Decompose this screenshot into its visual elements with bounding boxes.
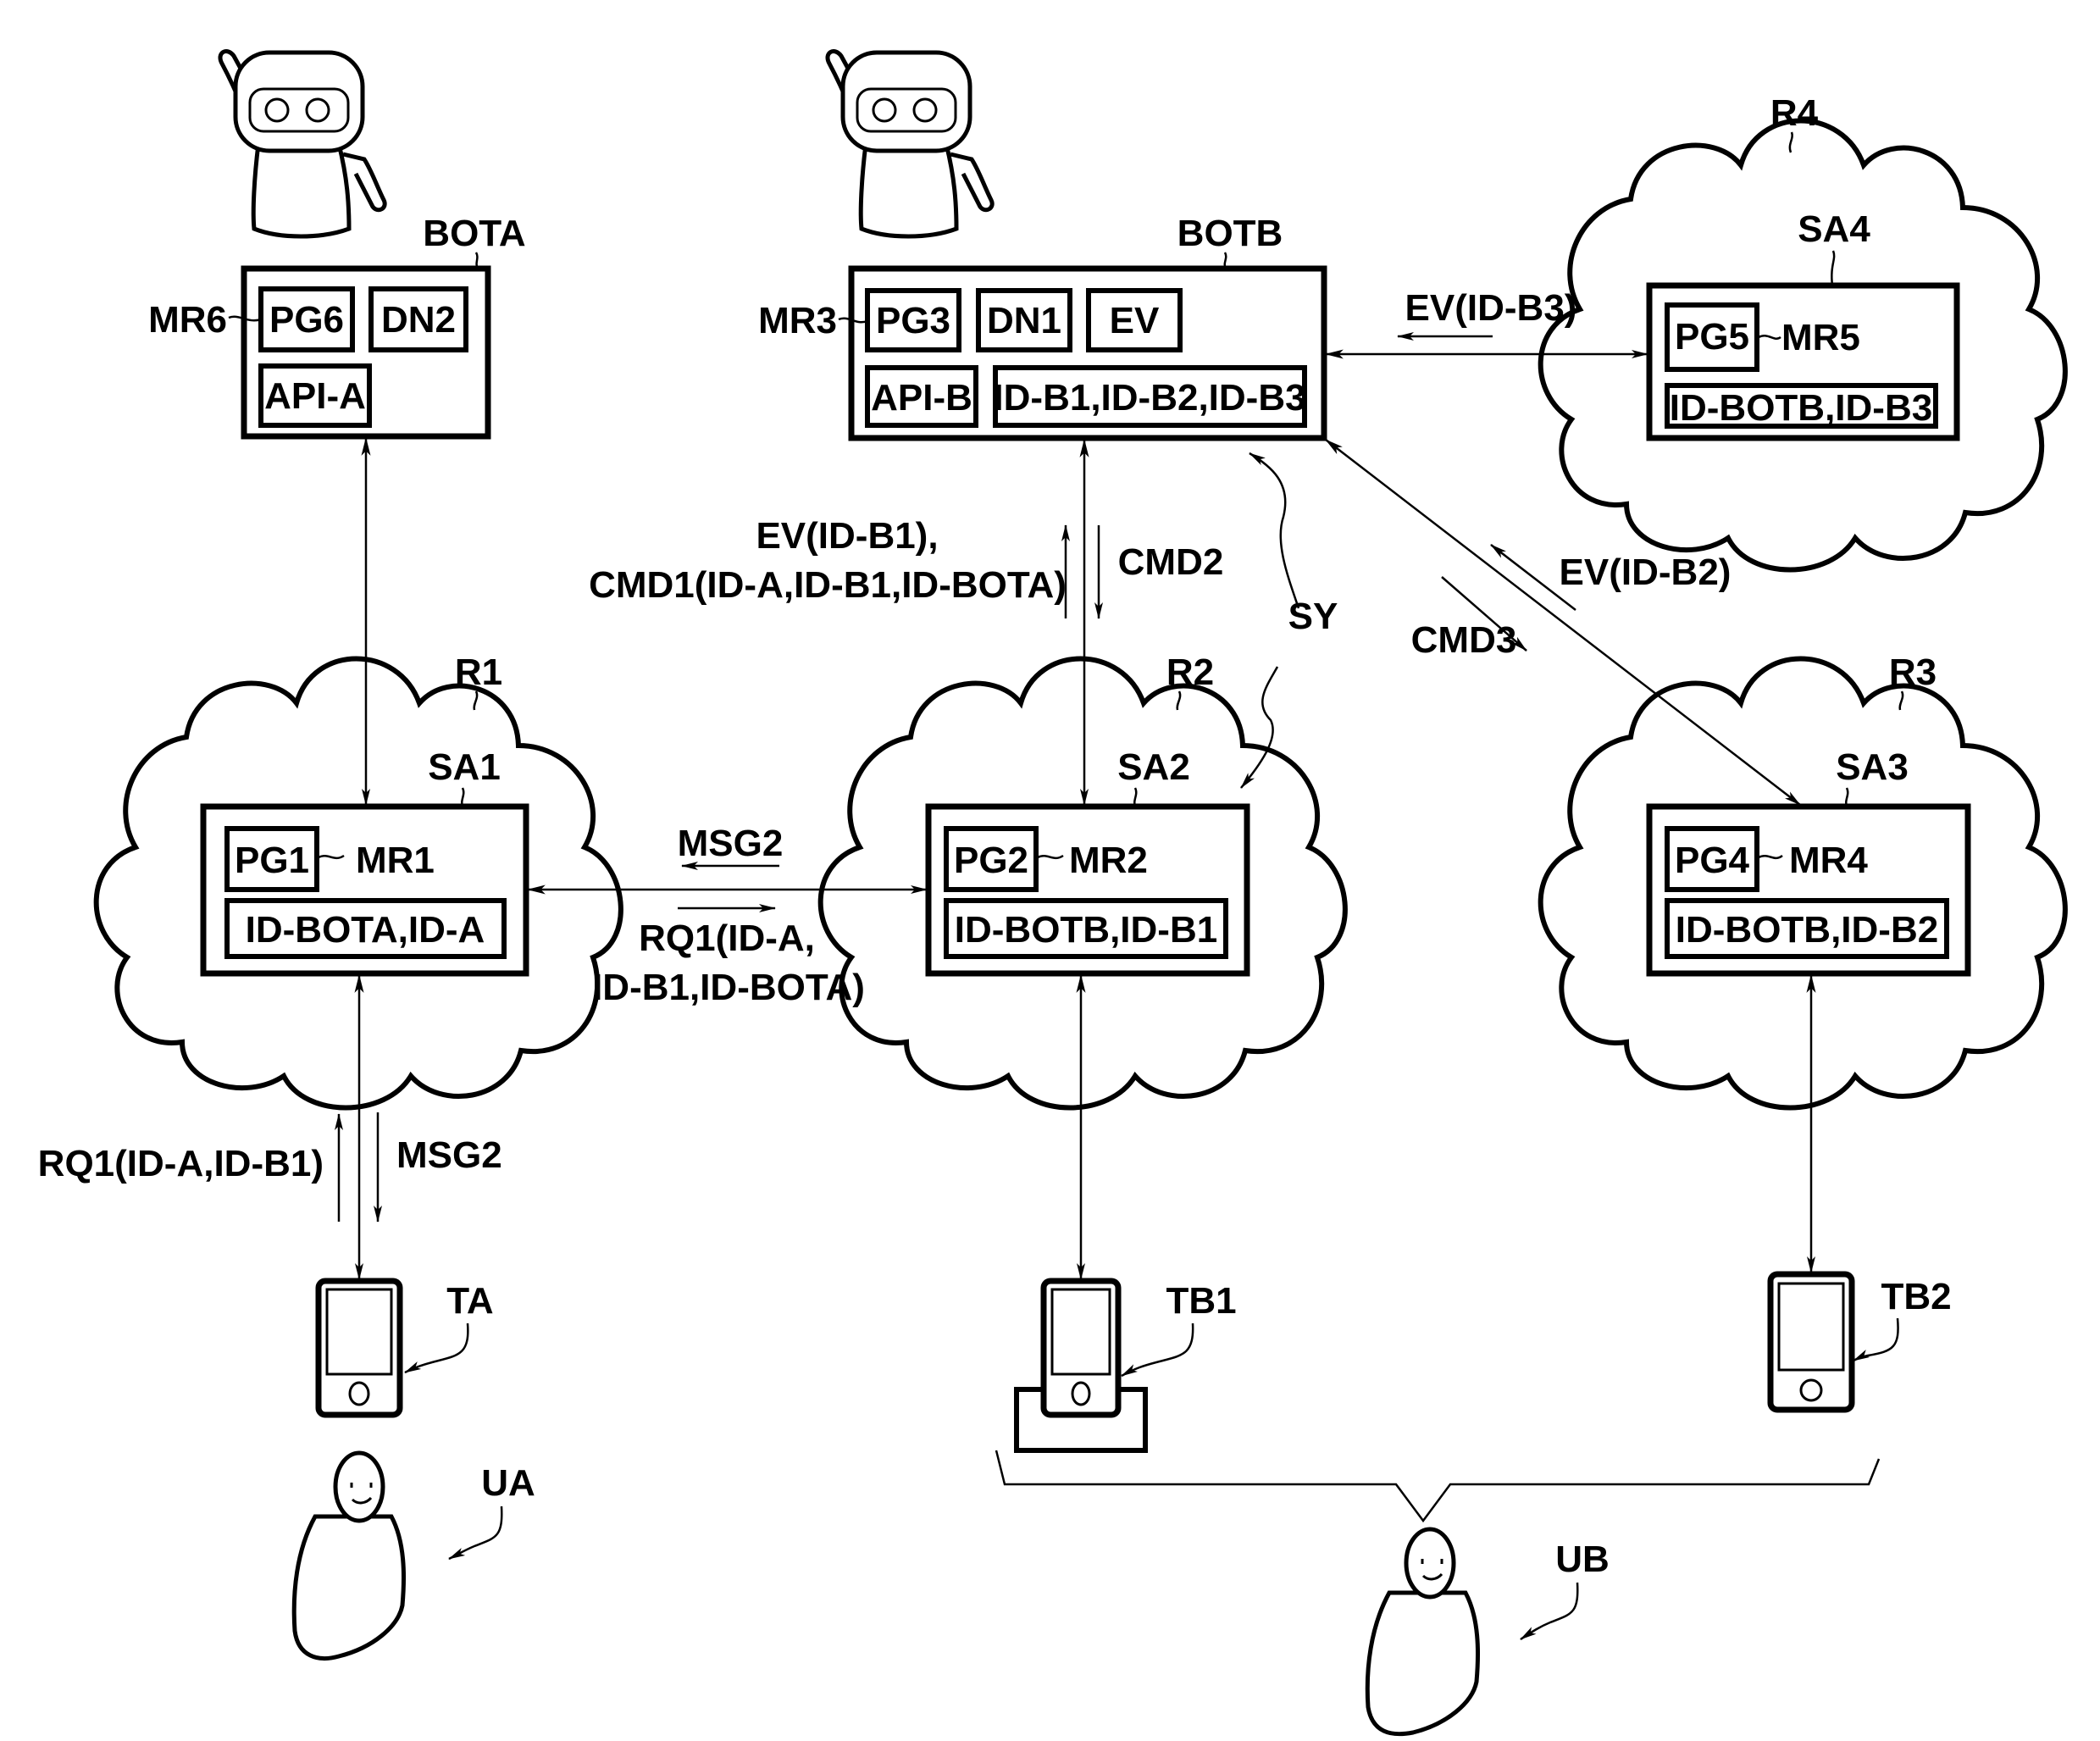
label-bota: BOTA <box>423 213 525 254</box>
program-pg1: PG1 <box>235 840 309 881</box>
label-tb2: TB2 <box>1881 1276 1951 1317</box>
server-sa4: PG5 ID-BOTB,ID-B3 <box>1646 282 1960 441</box>
leader-mr3 <box>838 317 868 324</box>
label-ta: TA <box>446 1280 493 1322</box>
program-pg2: PG2 <box>954 840 1028 881</box>
msg-msg2-top: MSG2 <box>678 823 784 864</box>
leader-tb1 <box>1121 1322 1194 1378</box>
label-r4: R4 <box>1770 92 1819 134</box>
leader-botb <box>1223 252 1227 269</box>
label-tb1: TB1 <box>1166 1280 1236 1322</box>
label-sa4: SA4 <box>1798 208 1870 250</box>
msg-rq1-left: RQ1(ID-A,ID-B1) <box>38 1143 324 1184</box>
module-ev: EV <box>1110 300 1160 341</box>
leader-mr1 <box>318 854 345 860</box>
leader-r3 <box>1898 690 1904 711</box>
robot-bota-icon <box>218 49 387 239</box>
leader-ta <box>404 1322 469 1374</box>
label-mr1: MR1 <box>356 840 435 881</box>
phone-tb2-icon <box>1767 1271 1855 1413</box>
server-sa3: PG4 ID-BOTB,ID-B2 <box>1646 803 1971 977</box>
ids-sa3: ID-BOTB,ID-B2 <box>1676 909 1938 951</box>
label-r2: R2 <box>1166 651 1214 693</box>
msg-ev-b1: EV(ID-B1), <box>756 515 938 557</box>
robot-botb-icon <box>825 49 995 239</box>
msg-cmd2: CMD2 <box>1118 541 1224 583</box>
label-mr2: MR2 <box>1069 840 1148 881</box>
msg-rq1-line1: RQ1(ID-A, <box>639 918 815 959</box>
leader-tb2 <box>1853 1317 1899 1362</box>
ids-sa1: ID-BOTA,ID-A <box>246 909 485 951</box>
label-mr4: MR4 <box>1789 840 1868 881</box>
msg-cmd1: CMD1(ID-A,ID-B1,ID-BOTA) <box>589 564 1067 606</box>
module-pg6: PG6 <box>269 299 344 341</box>
ids-sa2: ID-BOTB,ID-B1 <box>955 909 1217 951</box>
msg-msg2-left: MSG2 <box>396 1134 502 1176</box>
leader-sa1 <box>461 787 465 807</box>
brace-user-b-terminals <box>995 1450 1881 1523</box>
label-r3: R3 <box>1889 651 1937 693</box>
server-sa1: PG1 ID-BOTA,ID-A <box>200 803 529 977</box>
module-dn2: DN2 <box>381 299 456 341</box>
arrow-cmd3 <box>1441 576 1527 651</box>
sync-arrow-upper <box>1249 452 1300 609</box>
user-ub-icon <box>1365 1527 1481 1737</box>
link-botb-sa3 <box>1325 439 1801 806</box>
ids-sa4: ID-BOTB,ID-B3 <box>1670 387 1932 429</box>
program-pg5: PG5 <box>1675 316 1749 358</box>
label-mr5: MR5 <box>1781 317 1860 358</box>
user-ua-icon <box>291 1450 407 1661</box>
phone-ta-icon <box>315 1278 403 1418</box>
module-id-list: ID-B1,ID-B2,ID-B3 <box>993 377 1305 419</box>
leader-r4 <box>1788 131 1793 153</box>
leader-r1 <box>473 690 479 711</box>
label-mr3: MR3 <box>758 300 837 341</box>
program-pg4: PG4 <box>1675 840 1750 881</box>
leader-mr2 <box>1037 854 1064 860</box>
leader-mr5 <box>1758 335 1781 340</box>
msg-cmd3: CMD3 <box>1411 619 1517 661</box>
leader-sa2 <box>1133 787 1138 807</box>
label-ub: UB <box>1555 1539 1610 1580</box>
leader-ub <box>1520 1582 1579 1641</box>
leader-bota <box>474 252 479 269</box>
bot-b-box: PG3 DN1 EV API-B ID-B1,ID-B2,ID-B3 <box>848 265 1327 441</box>
label-sa1: SA1 <box>428 746 501 788</box>
bot-a-box: PG6 DN2 API-A <box>241 265 491 440</box>
label-botb: BOTB <box>1177 213 1283 254</box>
server-sa2: PG2 ID-BOTB,ID-B1 <box>925 803 1250 977</box>
label-r1: R1 <box>455 651 502 693</box>
msg-ev-b2: EV(ID-B2) <box>1560 552 1732 593</box>
leader-sa3 <box>1845 787 1849 807</box>
label-sy: SY <box>1288 596 1338 637</box>
phone-tb1-icon <box>1014 1278 1148 1453</box>
sync-arrow-lower <box>1240 666 1279 789</box>
leader-mr6 <box>228 315 262 322</box>
msg-rq1-line2: ID-B1,ID-BOTA) <box>592 967 865 1008</box>
module-api-a: API-A <box>264 375 366 417</box>
module-pg3: PG3 <box>876 300 950 341</box>
leader-sa4 <box>1831 250 1836 286</box>
msg-ev-b3: EV(ID-B3) <box>1405 287 1577 329</box>
arrow-ev-b2 <box>1490 544 1576 611</box>
label-sa3: SA3 <box>1836 746 1909 788</box>
leader-mr4 <box>1758 854 1783 860</box>
leader-ua <box>448 1505 503 1561</box>
leader-r2 <box>1176 690 1182 711</box>
label-ua: UA <box>481 1462 535 1504</box>
label-mr6: MR6 <box>148 299 227 341</box>
module-dn1: DN1 <box>987 300 1061 341</box>
module-api-b: API-B <box>871 377 972 419</box>
label-sa2: SA2 <box>1117 746 1190 788</box>
